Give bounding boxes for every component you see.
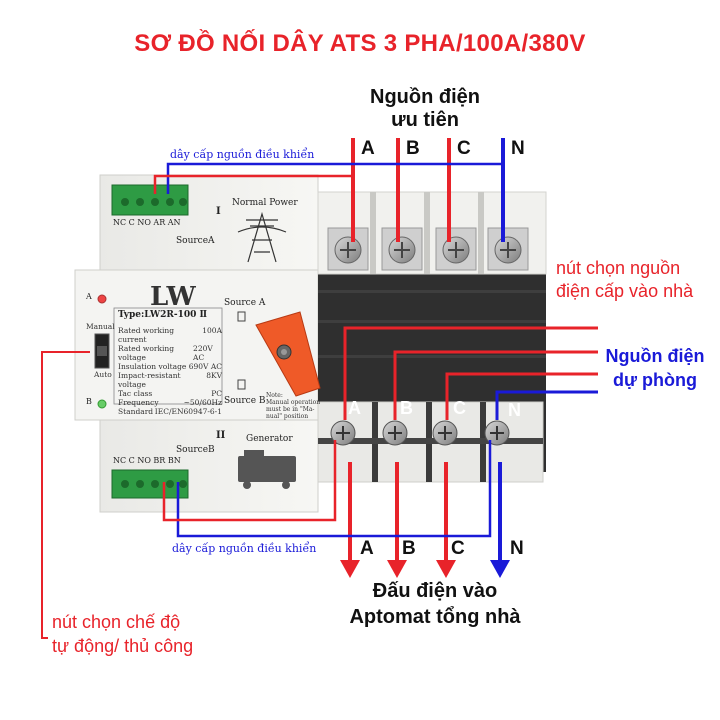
phase-bottom-n: N bbox=[510, 538, 524, 559]
note-line: Note: bbox=[266, 392, 283, 399]
source-select-line1: nút chọn nguồn bbox=[556, 258, 681, 278]
output-label-line1: Đấu điện vào bbox=[372, 580, 498, 602]
phase-bottom-b: B bbox=[402, 538, 416, 559]
phase-bottom-c: C bbox=[451, 538, 465, 559]
phase-top-b: B bbox=[406, 138, 420, 159]
output-phase-wires bbox=[348, 462, 448, 560]
bottom-screws bbox=[330, 420, 510, 446]
note-line: nual" position bbox=[266, 413, 309, 420]
source-a-label: SourceA bbox=[176, 236, 215, 246]
backup-phase-wires bbox=[343, 326, 598, 420]
phase-mid-a: A bbox=[348, 398, 361, 418]
roman-1: I bbox=[216, 206, 221, 217]
power-tower-icon bbox=[237, 211, 287, 263]
bottom-control-wire bbox=[162, 440, 492, 538]
control-wire-label-bottom: dây cấp nguồn điều khiển bbox=[172, 542, 317, 555]
roman-2: II bbox=[216, 430, 226, 441]
indicator-b-icon bbox=[97, 399, 107, 409]
output-neutral-arrow bbox=[490, 560, 510, 578]
phase-top-n: N bbox=[511, 138, 525, 159]
source-selector-handle[interactable] bbox=[255, 311, 321, 397]
phase-mid-b: B bbox=[400, 398, 413, 418]
switch-source-a: Source A bbox=[224, 298, 266, 308]
page-title: SƠ ĐỒ NỐI DÂY ATS 3 PHA/100A/380V bbox=[134, 30, 586, 57]
spec-row: Frequency~50/60Hz bbox=[118, 398, 222, 407]
device-type: Type:LW2R-100 Ⅱ bbox=[118, 310, 208, 320]
note-line: Manual operation bbox=[266, 399, 321, 406]
source-b-label: SourceB bbox=[176, 445, 215, 455]
indicator-a-label: A bbox=[86, 292, 92, 301]
spec-plate bbox=[113, 307, 223, 405]
manual-label: Manual bbox=[86, 322, 115, 331]
mode-select-line1: nút chọn chế độ bbox=[52, 612, 181, 632]
phase-mid-n: N bbox=[508, 400, 521, 420]
source-select-line2: điện cấp vào nhà bbox=[556, 281, 694, 301]
control-wire-label-top: dây cấp nguồn điều khiển bbox=[170, 148, 315, 161]
top-phase-wires bbox=[351, 138, 451, 242]
brand-logo: LW bbox=[150, 282, 196, 312]
normal-power-label: Normal Power bbox=[232, 198, 298, 208]
top-screws bbox=[327, 227, 529, 271]
backup-source-line2: dự phòng bbox=[612, 370, 697, 390]
backup-source-line1: Nguồn điện bbox=[605, 346, 705, 366]
indicator-b-label: B bbox=[86, 397, 92, 406]
top-control-wire bbox=[153, 162, 503, 194]
phase-mid-c: C bbox=[453, 398, 466, 418]
mode-select-line2: tự động/ thủ công bbox=[52, 636, 194, 656]
generator-icon bbox=[238, 450, 296, 489]
priority-source-line1: Nguồn điện bbox=[370, 86, 480, 108]
phase-top-c: C bbox=[457, 138, 471, 159]
phase-bottom-a: A bbox=[360, 538, 374, 559]
switch-source-b: Source B bbox=[224, 396, 266, 406]
indicator-a-icon bbox=[97, 294, 107, 304]
generator-label: Generator bbox=[246, 434, 293, 444]
manual-note: Note: Manual operation must be in "Ma- n… bbox=[266, 392, 320, 420]
output-arrows bbox=[340, 560, 456, 578]
priority-source-line2: ưu tiên bbox=[391, 109, 459, 131]
phase-top-a: A bbox=[361, 138, 375, 159]
top-terminal-label: NC C NO AR AN bbox=[113, 218, 181, 227]
backup-neutral-wire bbox=[495, 390, 598, 420]
mode-select-leader bbox=[41, 351, 90, 639]
note-line: must be in "Ma- bbox=[266, 406, 315, 413]
auto-label: Auto bbox=[94, 370, 112, 379]
bottom-terminal-label: NC C NO BR BN bbox=[113, 456, 181, 465]
output-label-line2: Aptomat tổng nhà bbox=[349, 606, 521, 628]
